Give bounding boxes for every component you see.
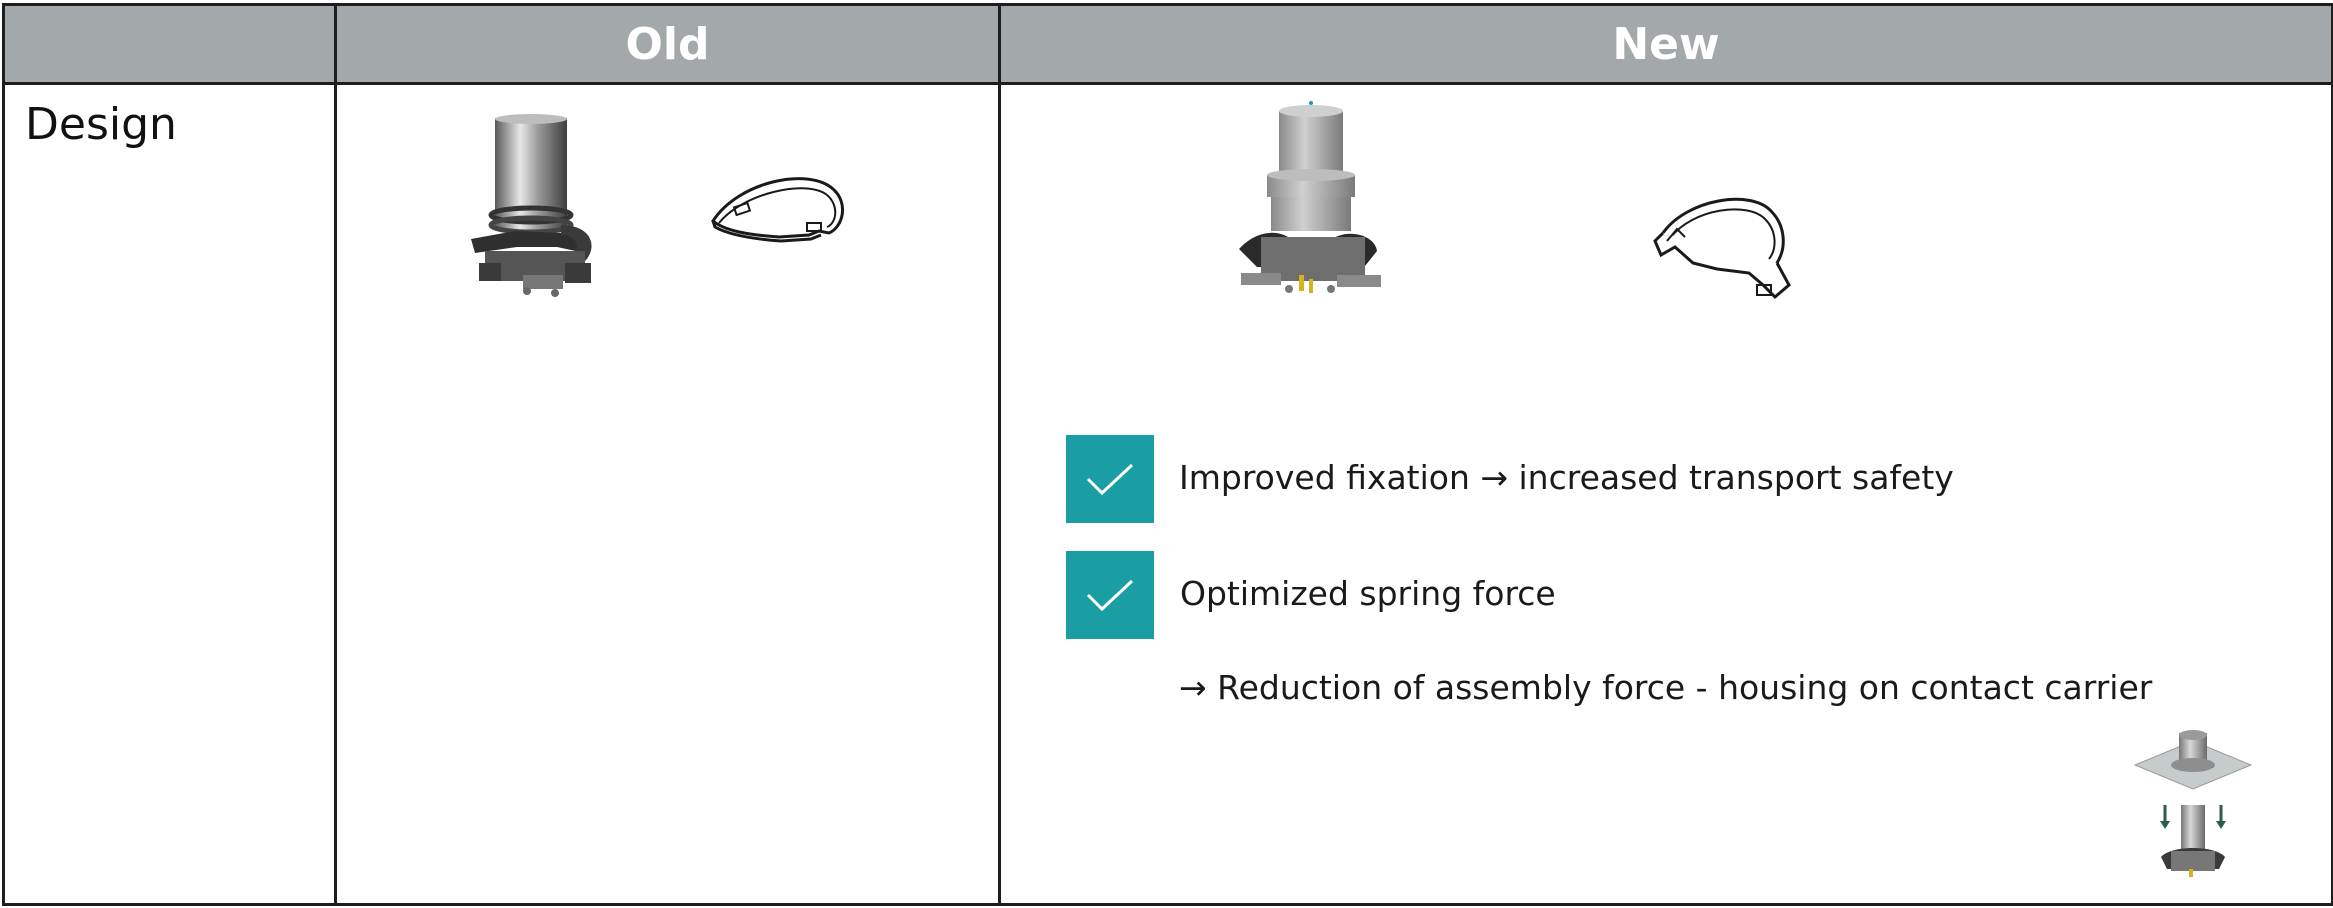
benefit-2-text: Optimized spring force: [1180, 574, 1556, 613]
new-spring-clip-image: [1653, 197, 1791, 300]
header-old: Old: [334, 3, 1001, 85]
header-empty-cell: [2, 3, 337, 85]
checkmark-icon: [1086, 463, 1134, 496]
comparison-table: Old New Design: [2, 3, 2333, 906]
old-design-cell: [334, 82, 1001, 906]
row-label-cell: Design: [2, 82, 337, 906]
benefit-2-checkbox: [1066, 551, 1154, 639]
new-design-cell: Improved fixation → increased transport …: [998, 82, 2333, 906]
old-housing-image: [471, 114, 592, 297]
header-new: New: [998, 3, 2333, 85]
benefit-1-checkbox: [1066, 435, 1154, 523]
old-spring-clip-image: [711, 177, 844, 243]
row-label-design: Design: [25, 99, 177, 150]
checkmark-icon: [1086, 579, 1134, 612]
benefit-1-text: Improved fixation → increased transport …: [1179, 458, 1954, 497]
assembly-force-note: → Reduction of assembly force - housing …: [1179, 668, 2153, 707]
assembly-illustration-image: [2133, 730, 2253, 877]
new-housing-image: [1239, 101, 1381, 293]
